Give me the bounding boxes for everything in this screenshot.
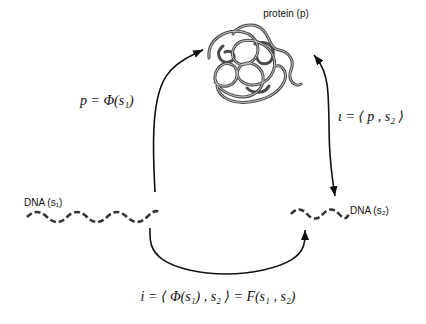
protein-illustration <box>209 25 301 102</box>
dna-strand-node: DNA (s₁) <box>22 192 162 228</box>
node-label: protein (p) <box>261 8 311 20</box>
dna-strand <box>291 210 349 219</box>
formula-label: ι = ⟨ p , s₂ ⟩ <box>336 108 406 125</box>
protein-node: protein (p) <box>203 0 314 106</box>
mapping-arrow <box>154 50 203 192</box>
dna-strand-node: DNA (s₂) <box>288 196 413 230</box>
formula-label: p = Φ(s₁) <box>78 92 136 109</box>
dna-strand <box>27 211 160 222</box>
node-label: DNA (s₂) <box>350 205 389 217</box>
composite-arrow <box>150 228 305 274</box>
node-label: DNA (s₁) <box>24 197 62 209</box>
formula-label: i = ⟨ Φ(s₁) , s₂ ⟩ = F(s₁ , s₂) <box>139 288 298 305</box>
interaction-arrow <box>314 55 335 196</box>
